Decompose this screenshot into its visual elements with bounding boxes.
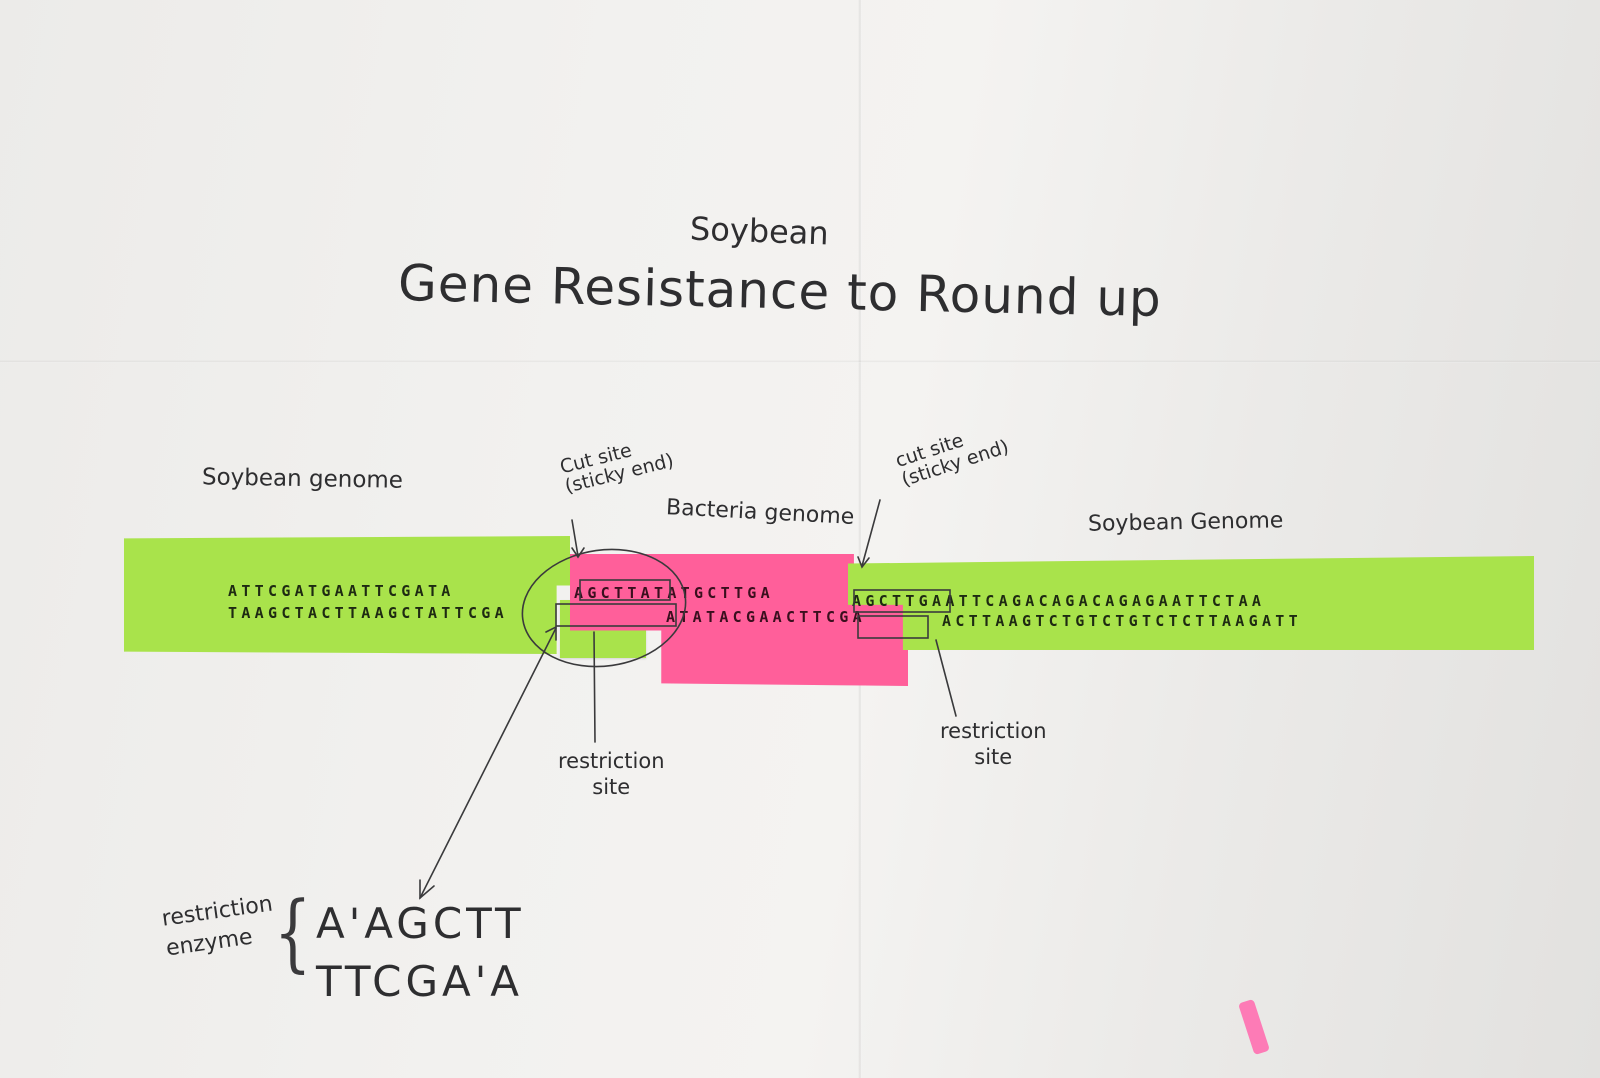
soybean-strip-left	[124, 536, 570, 654]
restriction-site-left-line1: restriction	[558, 749, 665, 773]
restriction-box-left-top	[579, 579, 671, 601]
cut-site-left-arrow	[571, 519, 579, 557]
restriction-site-right-line2: site	[974, 745, 1013, 769]
cut-site-left-arrowhead	[571, 547, 585, 559]
restriction-box-left-bottom	[555, 603, 677, 627]
enzyme-sequence: A'AGCTT TTCGA'A	[316, 895, 525, 1011]
restriction-site-left-line	[593, 631, 596, 743]
soybean-left-bottom-strand: TAAGCTACTTAAGCTATTCGA	[228, 604, 508, 622]
enzyme-arrow	[419, 627, 557, 899]
enzyme-brace: {	[274, 883, 312, 981]
enzyme-arrowhead-bottom	[419, 879, 435, 900]
soybean-right-top-strand: AGCTTGAATTCAGACAGACAGAGAATTCTAA	[852, 592, 1266, 610]
restriction-box-right-bottom	[857, 615, 929, 639]
bacteria-top-strand: AGCTTATATGCTTGA	[574, 584, 774, 602]
restriction-site-left-line2: site	[592, 775, 631, 799]
label-restriction-site-left: restriction site	[558, 748, 665, 800]
cut-site-right-arrow	[861, 499, 881, 567]
enzyme-arrowhead-top	[545, 625, 557, 641]
paper-fold-vertical	[858, 0, 862, 1078]
restriction-box-right-top	[853, 589, 951, 613]
sticky-end-circle	[521, 548, 687, 668]
bacteria-bottom-strand: ATATACGAACTTCGA	[666, 608, 866, 626]
cut-site-right-arrowhead	[857, 556, 870, 569]
soybean-strip-right	[848, 556, 1534, 650]
soybean-left-top-strand: ATTCGATGAATTCGATA	[228, 582, 455, 600]
restriction-site-right-line	[935, 639, 957, 717]
restriction-site-right-line1: restriction	[940, 719, 1047, 743]
soybean-right-bottom-strand: ACTTAAGTCTGTCTGTCTCTTAAGATT	[942, 612, 1302, 630]
enzyme-sequence-top: A'AGCTT	[316, 899, 525, 948]
enzyme-sequence-bottom: TTCGA'A	[316, 957, 523, 1006]
paper-fold-horizontal	[0, 360, 1600, 363]
label-restriction-site-right: restriction site	[940, 718, 1047, 770]
